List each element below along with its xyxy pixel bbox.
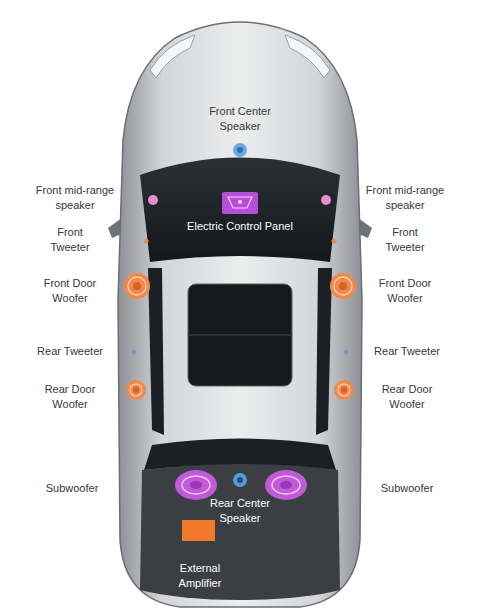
woofer-ring bbox=[133, 387, 139, 393]
woofer-ring bbox=[126, 380, 146, 400]
windshield bbox=[140, 158, 340, 263]
door-woofer bbox=[330, 273, 356, 299]
sunroof-seam bbox=[188, 334, 292, 336]
speaker-label: Front Tweeter bbox=[44, 225, 96, 255]
tweeter bbox=[144, 239, 149, 244]
speaker-label: Subwoofer bbox=[362, 481, 452, 496]
speaker-label: Front Tweeter bbox=[379, 225, 431, 255]
subwoofer bbox=[175, 470, 217, 500]
subwoofer-ring bbox=[182, 476, 210, 494]
rear-center-speaker bbox=[233, 473, 247, 487]
speaker-label: Rear Tweeter bbox=[362, 344, 452, 359]
speaker-label: Rear Center Speaker bbox=[200, 496, 280, 526]
subwoofer-ring bbox=[265, 470, 307, 500]
woofer-ring bbox=[338, 384, 350, 396]
subwoofer-ring bbox=[175, 470, 217, 500]
side-window bbox=[316, 268, 332, 435]
control-panel-knob bbox=[238, 200, 242, 204]
speaker-cone bbox=[237, 477, 243, 483]
side-window bbox=[148, 268, 164, 435]
speaker-label: Electric Control Panel bbox=[160, 219, 320, 234]
headlight bbox=[150, 35, 195, 78]
headlight bbox=[285, 35, 330, 78]
speaker-label: Front Door Woofer bbox=[35, 276, 105, 306]
speaker-label: Front mid-range speaker bbox=[25, 183, 125, 213]
mid-range-speaker bbox=[148, 195, 158, 205]
speaker-label: Rear Door Woofer bbox=[35, 382, 105, 412]
woofer-ring bbox=[339, 282, 347, 290]
woofer-ring bbox=[330, 273, 356, 299]
door-woofer bbox=[334, 380, 354, 400]
woofer-ring bbox=[133, 282, 141, 290]
subwoofer-ring bbox=[190, 481, 202, 489]
subwoofer-ring bbox=[272, 476, 300, 494]
speaker-label: Rear Tweeter bbox=[25, 344, 115, 359]
tweeter bbox=[332, 239, 337, 244]
speaker-label: Rear Door Woofer bbox=[372, 382, 442, 412]
car-body bbox=[118, 22, 362, 607]
woofer-ring bbox=[128, 277, 146, 295]
speaker-label: Subwoofer bbox=[27, 481, 117, 496]
door-woofer bbox=[126, 380, 146, 400]
subwoofer bbox=[265, 470, 307, 500]
speaker-label: External Amplifier bbox=[165, 561, 235, 591]
tweeter bbox=[344, 350, 349, 355]
speaker-label: Front mid-range speaker bbox=[355, 183, 455, 213]
speaker-cone bbox=[237, 147, 243, 153]
mid-range-speaker bbox=[321, 195, 331, 205]
control-panel-icon bbox=[222, 192, 258, 214]
external-amplifier bbox=[182, 520, 215, 541]
woofer-ring bbox=[334, 277, 352, 295]
woofer-ring bbox=[341, 387, 347, 393]
front-center-speaker bbox=[233, 143, 247, 157]
control-panel-screen bbox=[228, 197, 252, 208]
speaker-label: Front Door Woofer bbox=[370, 276, 440, 306]
subwoofer-ring bbox=[280, 481, 292, 489]
speaker-label: Front Center Speaker bbox=[198, 104, 283, 134]
trunk-area bbox=[140, 464, 340, 600]
woofer-ring bbox=[334, 380, 354, 400]
tweeter bbox=[132, 350, 137, 355]
woofer-ring bbox=[124, 273, 150, 299]
door-woofer bbox=[124, 273, 150, 299]
sunroof bbox=[188, 284, 292, 386]
woofer-ring bbox=[130, 384, 142, 396]
